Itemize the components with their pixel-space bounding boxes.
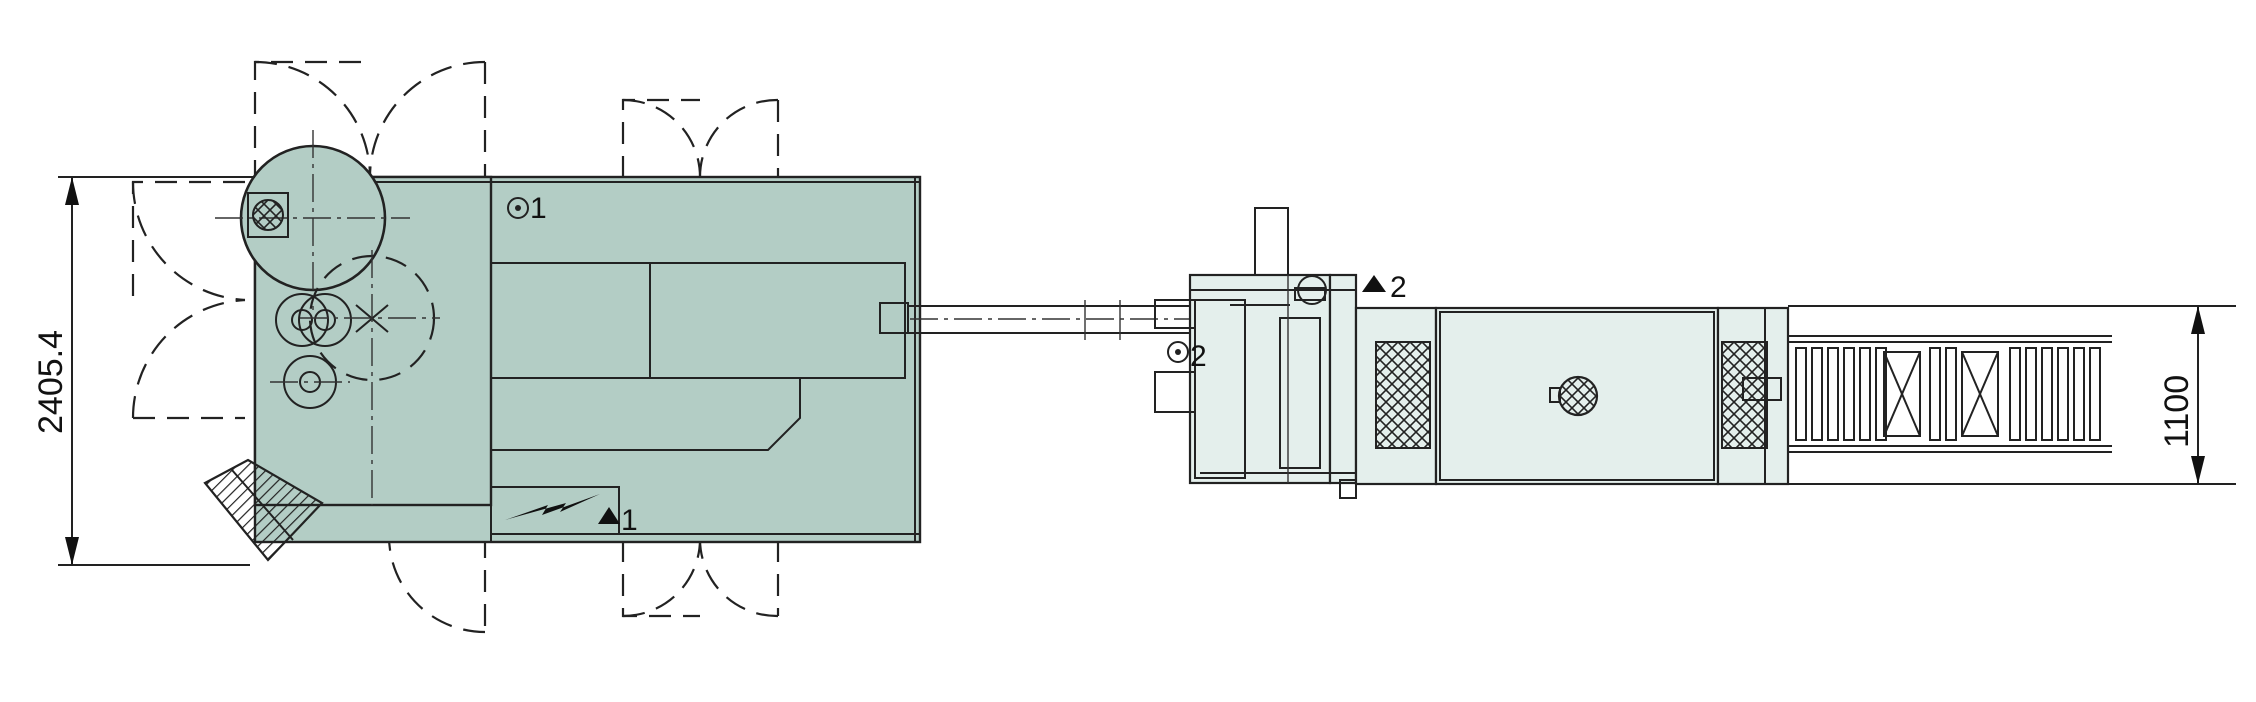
- electrical-warning-1: 1: [505, 494, 638, 537]
- transfer-arm: [879, 300, 1200, 340]
- warning-2-marker: 2: [1362, 271, 1407, 304]
- sensor-1-label: 1: [530, 192, 547, 225]
- warning-1-label: 1: [621, 504, 638, 537]
- warning-2-label: 2: [1390, 271, 1407, 304]
- door-swing-arcs: [131, 60, 780, 634]
- sensor-2-marker: 2: [1167, 340, 1207, 373]
- conveyor-section: [1354, 305, 2198, 486]
- lightning-bolt-icon: [505, 494, 600, 520]
- dimension-width: 1100: [2112, 305, 2236, 485]
- dimension-height: 2405.4: [32, 176, 255, 566]
- conveyor-rollers: [1795, 347, 2101, 441]
- sensor-target-icon: [1167, 341, 1189, 363]
- rotary-unit: [215, 130, 410, 310]
- discharge-chute: [203, 458, 324, 562]
- roller-group: [270, 250, 440, 505]
- height-dimension-label: 2405.4: [32, 330, 70, 434]
- width-dimension-label: 1100: [2158, 375, 2196, 448]
- warning-triangle-icon: [598, 507, 620, 524]
- electrical-cabinet: [490, 486, 620, 535]
- warning-triangle-icon: [1362, 275, 1386, 292]
- sensor-1-marker: 1: [507, 192, 547, 225]
- sensor-target-icon: [507, 197, 529, 219]
- middle-unit: [1154, 207, 1358, 499]
- sensor-2-label: 2: [1190, 340, 1207, 373]
